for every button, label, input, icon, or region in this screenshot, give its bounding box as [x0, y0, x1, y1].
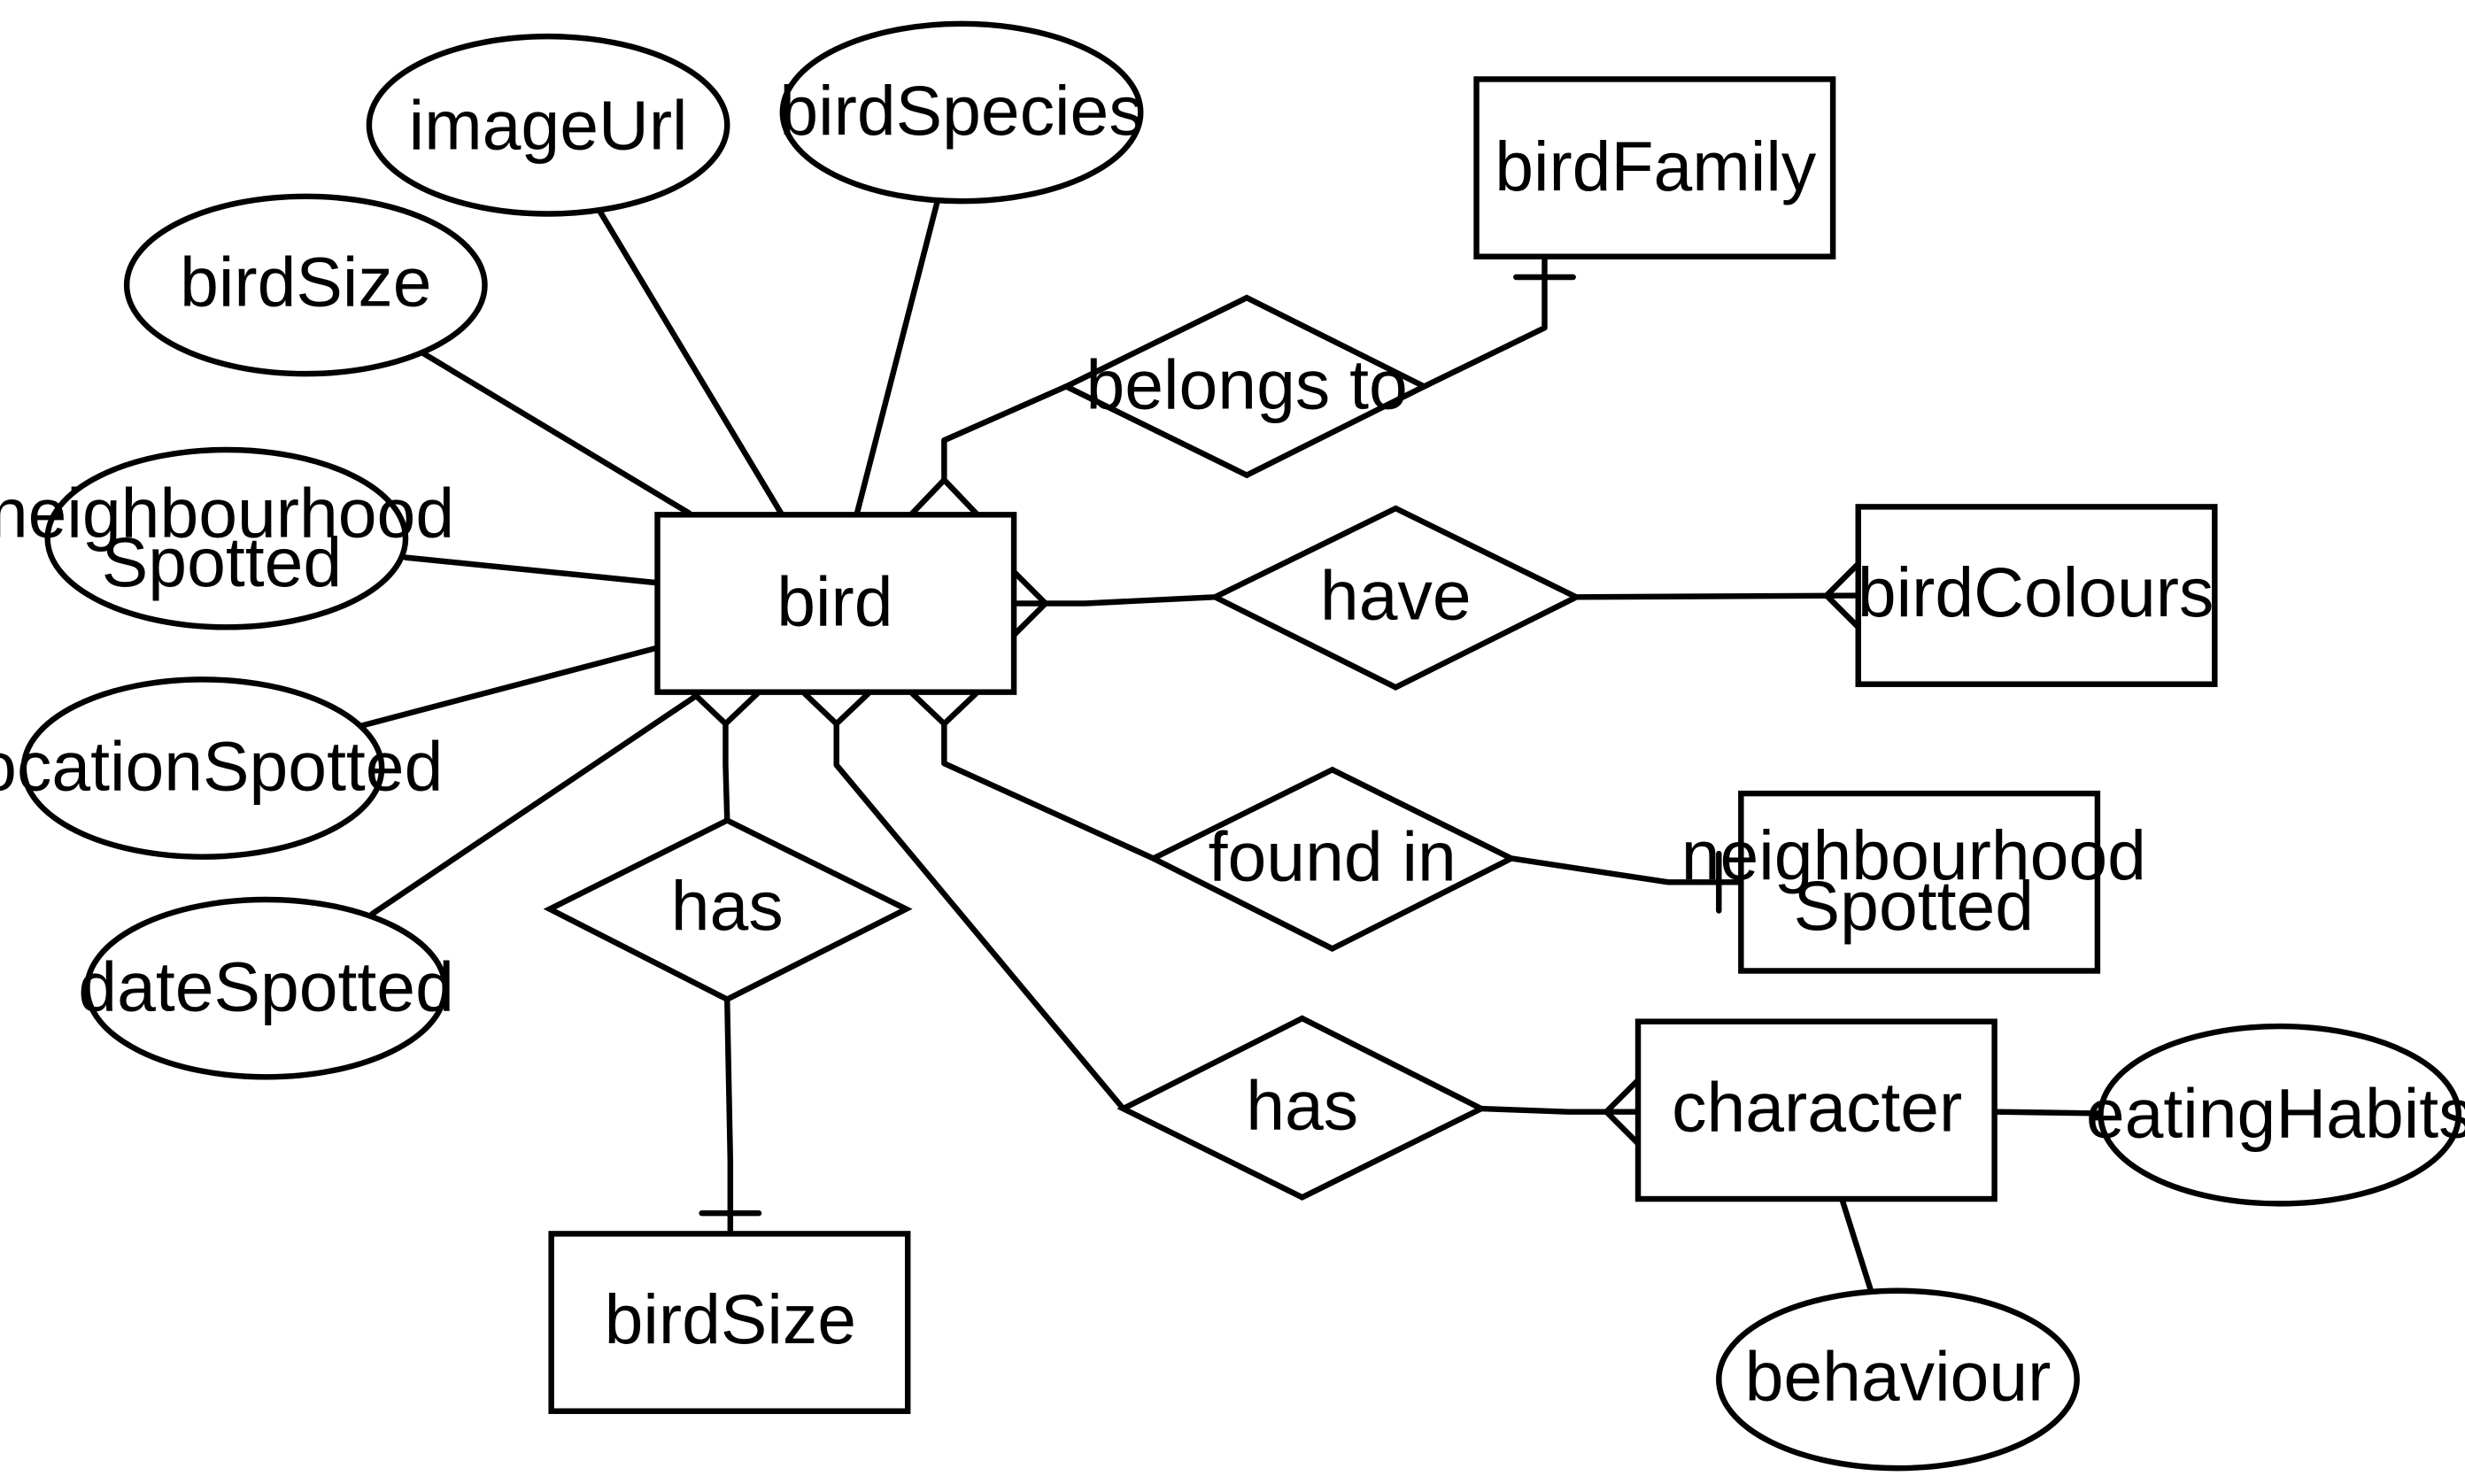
- line-has-birdSize: [724, 996, 734, 1237]
- crowfoot-bird-top: [908, 476, 981, 518]
- crowfoot-bird-bottom-3: [909, 691, 979, 727]
- entity-bird: bird: [654, 512, 1017, 695]
- line-has-character: [1478, 1105, 1642, 1115]
- relationship-label: found in: [1209, 818, 1457, 896]
- connector-neighbourhoodSpotted-attr: [402, 554, 661, 586]
- connector-dateSpotted: [369, 692, 700, 917]
- relationship-has-character: has: [1117, 1015, 1488, 1201]
- line-bird-have: [1010, 594, 1218, 607]
- attribute-imageUrl: imageUrl: [366, 33, 730, 217]
- crowfoot-bird-right: [1010, 568, 1049, 638]
- attribute-label-line1: neighbourhood: [0, 475, 454, 553]
- line-bird-has-character: [833, 721, 1126, 1112]
- attribute-behaviour: behaviour: [1716, 1287, 2080, 1472]
- attribute-birdSize: birdSize: [123, 193, 488, 377]
- connector-eatingHabits: [1993, 1109, 2104, 1117]
- attribute-neighbourhoodSpotted: neighbourhood Spotted: [0, 446, 454, 630]
- entity-character: character: [1634, 1018, 1998, 1202]
- entity-label: bird: [777, 563, 892, 641]
- attribute-label: birdSpecies: [779, 72, 1143, 150]
- crowfoot-bird-bottom-1: [691, 691, 761, 727]
- line-have-birdColours: [1573, 592, 1861, 600]
- relationship-found-in: found in: [1147, 766, 1518, 953]
- attribute-label: behaviour: [1745, 1337, 2052, 1415]
- attributes: imageUrl birdSpecies birdSize neighbourh…: [0, 20, 2465, 1472]
- attribute-birdSpecies: birdSpecies: [779, 20, 1144, 205]
- relationship-has-size: has: [543, 816, 913, 1003]
- entity-label-line1: neighbourhood: [1681, 816, 2146, 894]
- attribute-locationSpotted: locationSpotted: [0, 676, 443, 860]
- relationships: belongs to have found in has has: [543, 294, 1583, 1201]
- cardinality-markers: [691, 274, 1861, 1217]
- line-bird-has-size: [722, 721, 730, 823]
- attribute-label: imageUrl: [409, 86, 688, 164]
- connector-behaviour: [1839, 1197, 1874, 1294]
- entity-birdSize: birdSize: [548, 1231, 911, 1414]
- entity-neighbourhoodSpotted: neighbourhood Spotted: [1681, 790, 2146, 974]
- connector-locationSpotted: [359, 645, 661, 729]
- crowfoot-birdColours: [1823, 560, 1861, 630]
- entity-label: birdColours: [1858, 553, 2214, 631]
- connector-imageUrl: [597, 209, 784, 516]
- crowfoot-character: [1603, 1077, 1642, 1147]
- attribute-label-line2: Spotted: [102, 523, 342, 601]
- entity-label: character: [1672, 1068, 1962, 1146]
- attribute-label: birdSize: [180, 243, 431, 321]
- connector-birdSize-attr: [420, 350, 692, 516]
- entity-birdFamily: birdFamily: [1473, 76, 1836, 259]
- entity-label: birdSize: [605, 1280, 856, 1358]
- line-bird-belongsto: [941, 383, 1070, 483]
- entity-birdColours: birdColours: [1855, 504, 2218, 687]
- line-bird-foundin: [941, 721, 1156, 862]
- attribute-label: locationSpotted: [0, 728, 443, 806]
- attribute-connectors: [359, 197, 2104, 1294]
- entity-label-line2: Spotted: [1794, 867, 2034, 945]
- relationship-have: have: [1209, 505, 1583, 691]
- attribute-label: eatingHabits: [2086, 1074, 2465, 1152]
- relationship-label: has: [671, 867, 784, 945]
- relationship-label: have: [1320, 557, 1472, 635]
- connector-birdSpecies: [854, 197, 941, 516]
- relationship-belongs-to: belongs to: [1059, 294, 1431, 479]
- relationship-label: has: [1246, 1067, 1358, 1145]
- relationship-label: belongs to: [1086, 346, 1407, 424]
- line-belongsto-birdFamily: [1421, 255, 1548, 390]
- attribute-eatingHabits: eatingHabits: [2086, 1023, 2465, 1207]
- entity-label: birdFamily: [1495, 128, 1817, 205]
- attribute-label: dateSpotted: [78, 947, 454, 1025]
- entities: bird birdFamily birdColours neighbourhoo…: [548, 76, 2218, 1414]
- attribute-dateSpotted: dateSpotted: [78, 896, 454, 1080]
- crowfoot-bird-bottom-2: [801, 691, 871, 727]
